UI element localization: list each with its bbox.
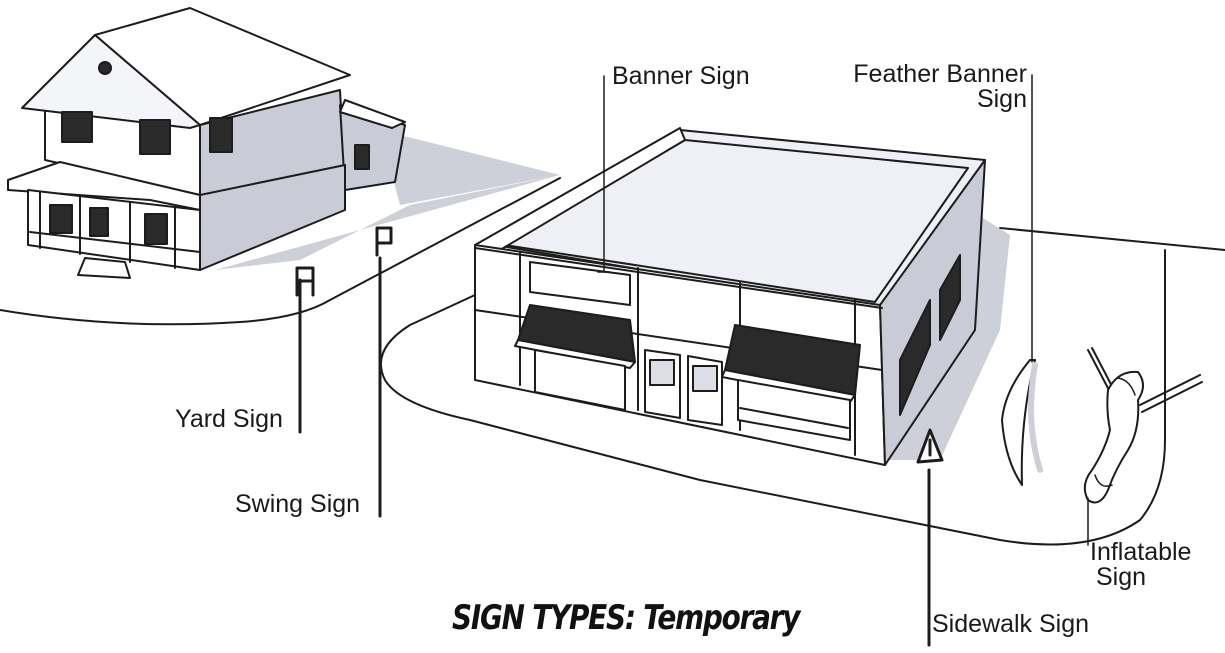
inflatable-sign-label-line1: Inflatable: [1090, 538, 1192, 566]
sidewalk-sign-label: Sidewalk Sign: [932, 610, 1090, 638]
feather-banner-sign-label-line2: Sign: [976, 85, 1027, 113]
yard-sign-label: Yard Sign: [175, 405, 283, 433]
banner-sign-label: Banner Sign: [612, 62, 750, 90]
commercial-building: [474, 127, 1010, 466]
feather-banner-sign-label: Feather Banner Sign: [822, 62, 1027, 112]
leader-lines: [597, 74, 1089, 546]
diagram-title: SIGN TYPES: Temporary: [452, 598, 800, 638]
feather-banner-sign-label-line1: Feather Banner: [853, 60, 1027, 88]
inflatable-sign-label: Inflatable Sign: [1090, 540, 1191, 590]
swing-sign: [375, 226, 393, 518]
house: [7, 7, 560, 279]
sidewalk-sign: [916, 428, 944, 647]
swing-sign-label: Swing Sign: [235, 490, 361, 518]
left-sidewalk-outline: [0, 177, 561, 326]
yard-sign: [295, 266, 315, 434]
inflatable-sign-label-line2: Sign: [1096, 563, 1147, 591]
inflatable: [1083, 347, 1203, 504]
feather-banner: [1001, 359, 1043, 486]
